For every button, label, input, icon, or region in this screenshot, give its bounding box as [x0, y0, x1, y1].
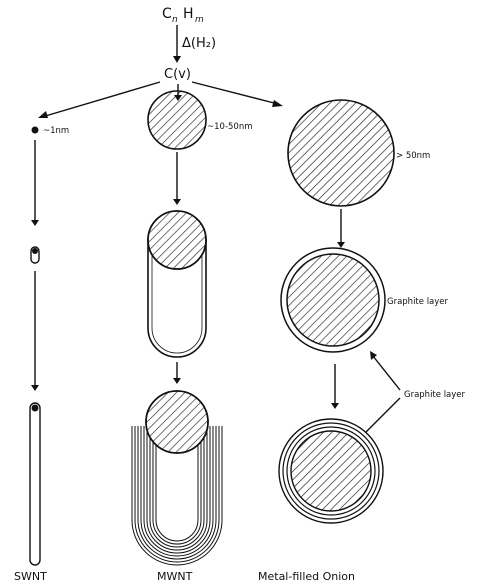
precursor-formula: C n H m	[162, 6, 204, 25]
condition-label: Δ(H₂)	[182, 36, 216, 51]
onion-single-layer	[281, 248, 385, 352]
arrowhead-mwnt-step1	[173, 199, 181, 205]
arrowhead-mwnt-step2	[173, 378, 181, 384]
swnt-column-label: SWNT	[14, 570, 47, 583]
mwnt-multiwall-tube	[132, 391, 222, 565]
swnt-catalyst-particle	[32, 127, 39, 134]
graphite-layer-label-1: Graphite layer	[387, 297, 449, 307]
mwnt-short-tube	[148, 211, 206, 357]
arrow-vapor-to-swnt	[42, 82, 160, 117]
arrowhead-onion-step1	[337, 242, 345, 248]
swnt-size-label: ~1nm	[43, 126, 69, 136]
formula-c: C	[162, 6, 172, 22]
formula-n: n	[172, 15, 178, 25]
arrowhead-swnt-step1	[31, 220, 39, 226]
formula-h: H	[183, 6, 194, 22]
arrowhead-onion	[272, 100, 283, 107]
vapor-carbon-label: C(v)	[164, 67, 191, 82]
swnt-long-tube	[30, 403, 40, 565]
arrowhead-vapor	[173, 56, 181, 63]
arrowhead-swnt	[38, 111, 48, 118]
arrowhead-swnt-step2	[31, 385, 39, 391]
onion-column-label: Metal-filled Onion	[258, 570, 355, 583]
graphite-pointer-down	[366, 398, 400, 432]
onion-catalyst-particle	[288, 100, 394, 206]
arrow-vapor-to-onion	[192, 82, 278, 104]
formula-m: m	[195, 15, 204, 25]
onion-size-label: > 50nm	[396, 151, 430, 161]
onion-multilayer	[279, 419, 383, 523]
arrowhead-onion-step2	[331, 403, 339, 409]
graphite-pointer-up	[373, 356, 400, 390]
mwnt-column-label: MWNT	[157, 570, 193, 583]
graphite-layer-label-2: Graphite layer	[404, 390, 466, 400]
swnt-short-tube	[31, 247, 39, 263]
mwnt-catalyst-particle	[148, 91, 206, 149]
mwnt-size-label: ~10-50nm	[207, 122, 253, 132]
